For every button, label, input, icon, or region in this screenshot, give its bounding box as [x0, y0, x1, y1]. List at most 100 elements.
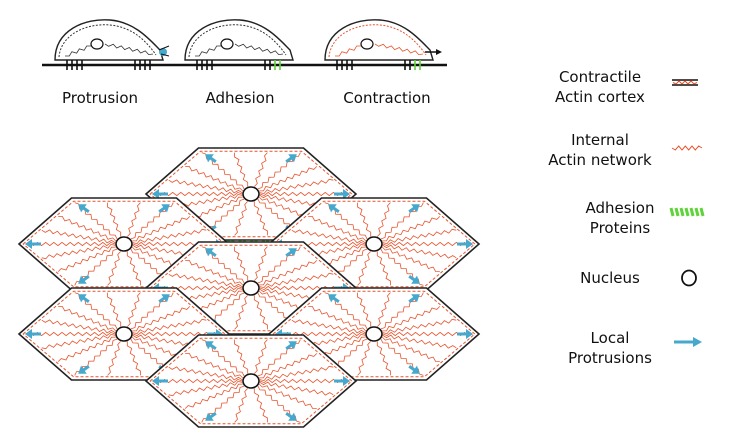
hex-nucleus	[242, 186, 260, 202]
actin-fiber	[357, 202, 372, 237]
protrusion-arrow-left-head	[152, 189, 159, 199]
protrusion-arrow-right	[334, 376, 350, 386]
actin-fiber	[57, 336, 116, 362]
protrusion-arrow-left-head	[152, 376, 159, 386]
cell-fiber-back	[195, 45, 221, 57]
actin-fiber	[132, 318, 207, 335]
protrusion-arrow-right	[334, 189, 350, 199]
legend	[669, 79, 705, 347]
actin-fiber	[382, 336, 440, 362]
adhesion-icon	[674, 207, 680, 217]
protrusion-arrow-ur	[158, 294, 170, 303]
protrusion-arrow-ll	[78, 275, 90, 284]
hex-cortex	[149, 150, 353, 238]
actin-fiber	[41, 333, 116, 350]
stage-label-contraction: Contraction	[343, 89, 431, 107]
actin-fiber	[58, 306, 116, 332]
actin-fiber	[107, 251, 121, 286]
protrusion-arrow-ul	[205, 154, 217, 163]
protrusion-arrow-ul	[78, 204, 90, 213]
actin-fiber	[41, 319, 116, 334]
legend-cortex-line1: Contractile	[558, 68, 642, 86]
protrusion-arrow-left	[152, 189, 168, 199]
actin-fiber	[58, 216, 116, 242]
migrating-cell-1	[184, 19, 294, 70]
adhesion-icon	[669, 207, 675, 217]
protrusion-arrow-right-head	[343, 376, 350, 386]
cell-body	[324, 19, 434, 61]
hex-cortex	[272, 200, 476, 288]
hex-cortex	[22, 290, 226, 378]
protrusion-spike	[158, 45, 170, 51]
protrusion-arrow-ul-head	[328, 294, 337, 303]
legend-cortex-line2: Actin cortex	[555, 88, 645, 106]
hex-nucleus	[242, 280, 260, 296]
protrusion-arrow-ur	[285, 248, 297, 257]
actin-fiber	[126, 341, 141, 376]
actin-fiber	[185, 260, 243, 286]
cell-fiber-back	[335, 45, 361, 57]
protrusion-arrow-ur-head	[288, 248, 297, 257]
actin-fiber	[127, 292, 141, 327]
actin-fiber	[107, 292, 122, 327]
protrusion-arrow-left-head	[25, 329, 32, 339]
actin-fiber	[234, 152, 249, 187]
actin-fiber	[132, 216, 191, 242]
protrusion-arrow-ul	[78, 294, 90, 303]
actin-fiber	[259, 353, 318, 379]
stage-label-adhesion: Adhesion	[205, 89, 275, 107]
actin-fiber	[254, 246, 268, 281]
actin-fiber	[259, 383, 317, 409]
protrusion-arrow-lr-head	[288, 412, 297, 421]
hex-nucleus	[242, 373, 260, 389]
protrusion-arrow-ur-head	[411, 204, 420, 213]
actin-fiber	[234, 201, 248, 236]
hex-cortex	[149, 244, 353, 332]
protrusion-arrow-ul-head	[205, 154, 214, 163]
protrusion-arrow-lr-head	[411, 365, 420, 374]
hex-cell-6	[144, 334, 358, 428]
protrusion-arrow-ur-head	[288, 341, 297, 350]
migrating-cell-0	[54, 19, 170, 70]
hex-nucleus	[365, 326, 383, 342]
protrusion-arrow-ul-head	[328, 204, 337, 213]
stage-label-protrusion: Protrusion	[61, 89, 139, 107]
migrating-cell-2	[324, 19, 442, 70]
protrusion-arrow-ur	[408, 204, 420, 213]
legend-cortex-label: Contractile Actin cortex	[530, 67, 670, 107]
actin-fiber	[107, 202, 122, 237]
actin-fiber	[382, 334, 457, 349]
actin-fiber	[168, 179, 243, 194]
hex-nucleus	[115, 236, 133, 252]
actin-fiber	[382, 216, 441, 242]
actin-fiber	[234, 339, 249, 374]
adhesion-icon	[689, 207, 695, 217]
actin-fiber	[253, 295, 268, 330]
legend-protrusion-label: Local Protrusions	[540, 328, 680, 368]
protrusion-arrow-ul	[328, 204, 340, 213]
actin-fiber	[357, 251, 371, 286]
cell-fiber	[234, 43, 284, 56]
protrusion-arrow-ur-head	[288, 154, 297, 163]
actin-fiber	[184, 383, 243, 409]
hex-nucleus	[115, 326, 133, 342]
protrusion-arrow-ul	[328, 294, 340, 303]
actin-fiber	[382, 246, 440, 272]
actin-fiber	[57, 246, 116, 272]
legend-adhesion-label: Adhesion Proteins	[550, 198, 690, 238]
cell-cortex	[328, 24, 427, 58]
cell-fiber	[104, 43, 154, 56]
legend-nucleus-line1: Nucleus	[580, 269, 640, 287]
cell-nucleus	[90, 38, 104, 50]
protrusion-arrow-ll	[205, 412, 217, 421]
protrusion-arrow-ul-head	[205, 248, 214, 257]
cell-cortex	[188, 24, 287, 58]
cell-fiber	[374, 43, 424, 56]
adhesion-icon	[699, 207, 705, 217]
cell-body	[54, 19, 164, 61]
actin-fiber	[357, 341, 371, 376]
hex-cortex	[272, 290, 476, 378]
protrusion-arrow-right-head	[343, 189, 350, 199]
legend-protrusion-line1: Local	[590, 329, 630, 347]
